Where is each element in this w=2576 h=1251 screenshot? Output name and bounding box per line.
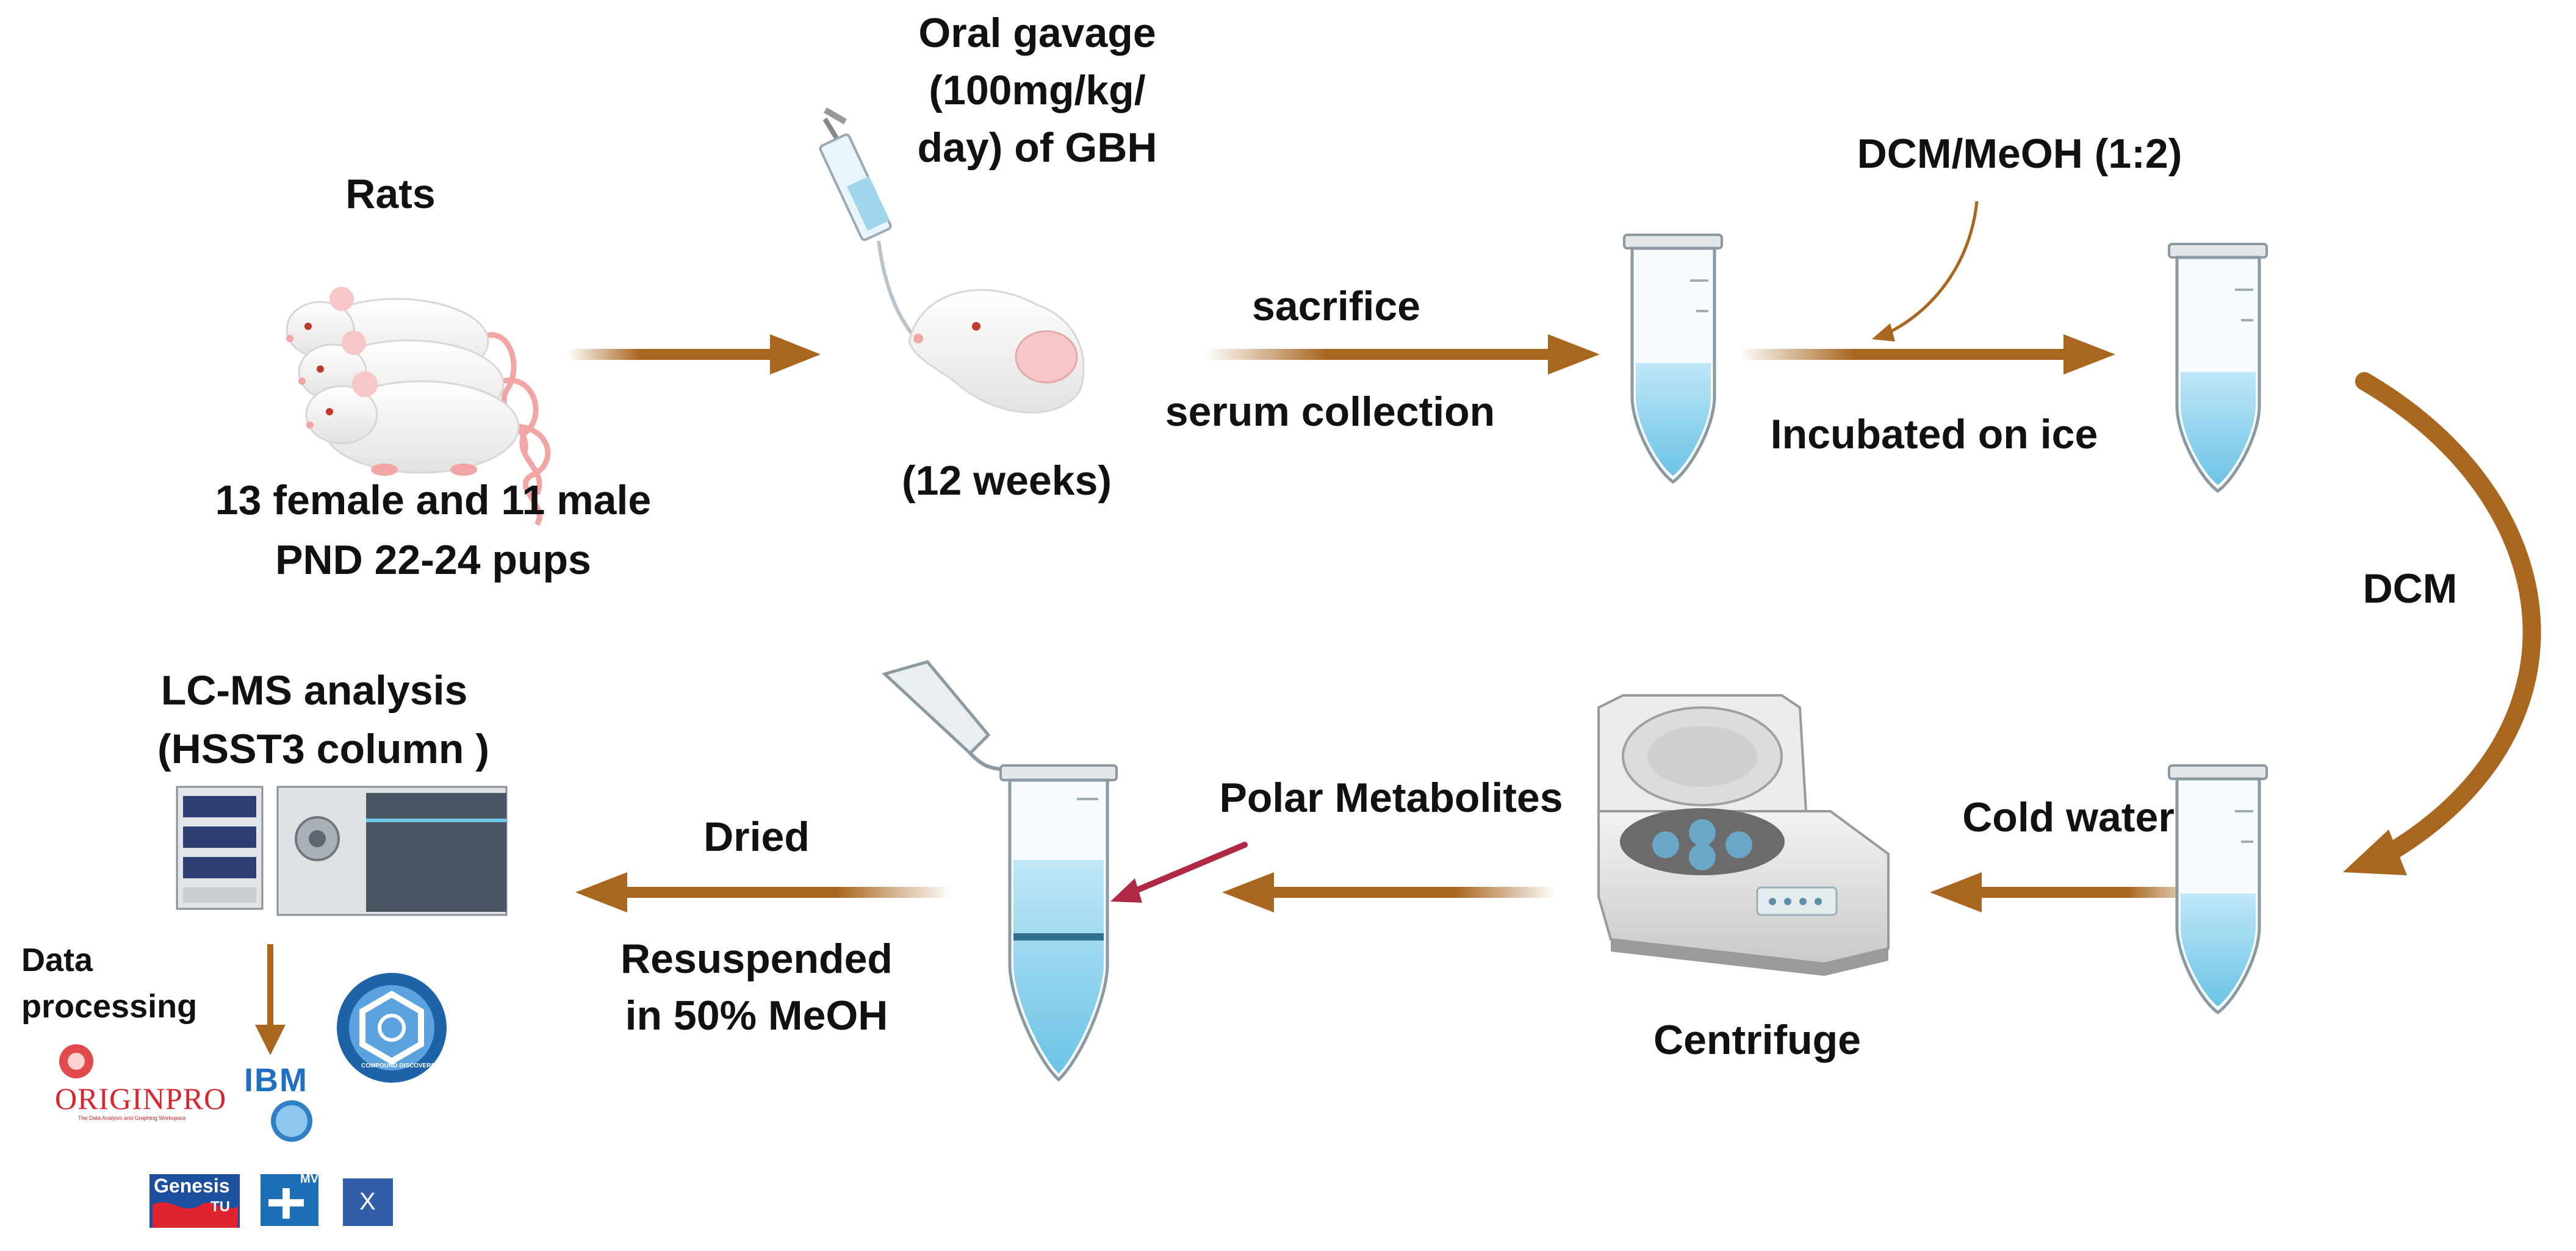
xcalibur-logo: [343, 1178, 393, 1226]
simca-wordmark: MV: [300, 1172, 318, 1186]
rat-head-illustration: [908, 289, 1085, 414]
label-dried: Dried: [703, 814, 810, 860]
syringe-illustration: [819, 107, 920, 343]
arrow-solvent-curve: [1872, 201, 1979, 342]
lcms-instrument-illustration: [176, 786, 508, 916]
label-duration: (12 weeks): [902, 457, 1112, 504]
arrow-centrifuge-to-tube: [1222, 872, 1556, 912]
label-gavage-2: (100mg/kg/: [929, 67, 1146, 113]
label-gavage-3: day) of GBH: [917, 124, 1157, 171]
originpro-tagline: The Data Analysis and Graphing Workspace: [78, 1115, 186, 1121]
label-sacrifice: sacrifice: [1252, 283, 1420, 329]
rat-group-illustration: [286, 287, 551, 526]
label-gavage-1: Oral gavage: [918, 10, 1156, 56]
label-resuspend-1: Resuspended: [621, 936, 893, 982]
arrow-tube-to-tube: [1739, 334, 2115, 375]
label-lcms-1: LC-MS analysis: [160, 667, 468, 714]
xcalibur-wordmark: X: [359, 1188, 376, 1215]
compound-discoverer-logo: [337, 973, 447, 1083]
arrow-rats-to-gavage: [567, 334, 821, 375]
tube-cold-water: [2168, 764, 2268, 1015]
ibm-statistics-logo: [271, 1100, 312, 1142]
simca-logo: [261, 1174, 318, 1226]
originpro-logo: [55, 1044, 226, 1116]
originpro-wordmark: ORIGINPRO: [55, 1081, 227, 1116]
label-polar: Polar Metabolites: [1219, 775, 1563, 821]
label-rats-desc-2: PND 22-24 pups: [275, 537, 591, 583]
tube-polar-open: [882, 660, 1118, 1082]
arrow-tube-to-lcms: [575, 872, 952, 912]
label-solvent: DCM/MeOH (1:2): [1857, 131, 2182, 177]
arrow-lcms-to-data: [255, 944, 286, 1055]
tube-serum: [1623, 234, 1723, 484]
label-cold-water: Cold water: [1962, 794, 2175, 841]
label-serum: serum collection: [1165, 389, 1495, 435]
arrow-gavage-to-tube: [1205, 334, 1600, 375]
genesis-wordmark: Genesis: [154, 1175, 230, 1197]
arrow-coldwater-to-centrifuge: [1930, 872, 2209, 912]
label-rats-desc-1: 13 female and 11 male: [215, 477, 652, 523]
label-rats: Rats: [345, 171, 436, 217]
genesis-sub: TU: [210, 1199, 230, 1215]
genesis-logo: [149, 1174, 240, 1228]
pointer-polar-arrow: [1110, 842, 1248, 903]
tube-incubate: [2168, 243, 2268, 493]
label-centrifuge: Centrifuge: [1653, 1017, 1861, 1063]
compound-wordmark: COMPOUND DISCOVERER: [361, 1063, 440, 1069]
label-lcms-2: (HSST3 column ): [157, 726, 490, 772]
label-dcm: DCM: [2362, 565, 2458, 612]
label-resuspend-2: in 50% MeOH: [625, 992, 888, 1039]
label-incubated: Incubated on ice: [1770, 411, 2098, 457]
ibm-wordmark: IBM: [244, 1062, 308, 1099]
label-data-2: processing: [21, 988, 198, 1025]
centrifuge-illustration: [1597, 694, 1890, 976]
arrow-dcm-curve: [2343, 372, 2541, 875]
label-data-1: Data: [21, 942, 93, 978]
